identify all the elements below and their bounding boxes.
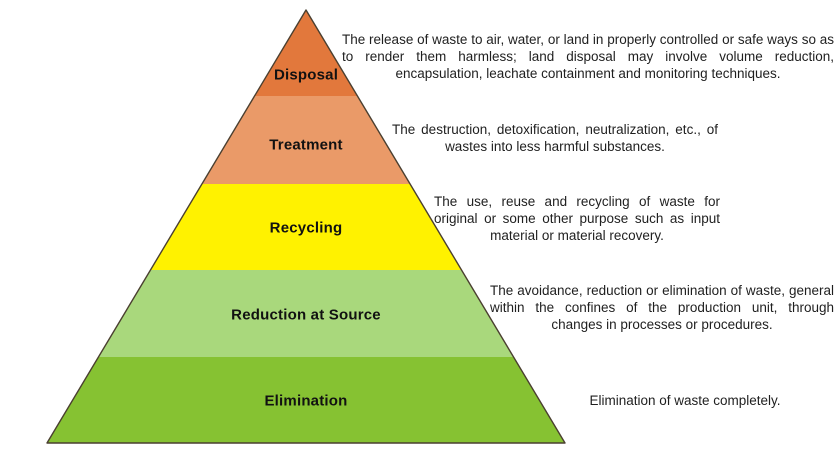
- level-label-disposal: Disposal: [273, 66, 339, 84]
- level-label-treatment: Treatment: [269, 136, 343, 154]
- level-description-treatment: The destruction, detoxification, neutral…: [392, 122, 718, 154]
- pyramid-band-recycling: [150, 184, 462, 270]
- pyramid-band-treatment: [201, 96, 411, 184]
- pyramid-band-elimination: [47, 357, 565, 443]
- level-label-recycling: Recycling: [269, 219, 343, 237]
- level-label-elimination: Elimination: [264, 392, 348, 410]
- pyramid-outline: [46, 9, 566, 444]
- level-label-reduction-at-source: Reduction at Source: [231, 306, 381, 324]
- pyramid-band-reduction-at-source: [98, 270, 514, 357]
- pyramid-band-disposal: [254, 10, 358, 96]
- level-description-elimination: Elimination of waste completely.: [589, 393, 781, 408]
- level-description-reduction-at-source: The avoidance, reduction or elimination …: [490, 283, 834, 332]
- level-description-recycling: The use, reuse and recycling of waste fo…: [434, 194, 720, 243]
- level-description-disposal: The release of waste to air, water, or l…: [342, 32, 834, 81]
